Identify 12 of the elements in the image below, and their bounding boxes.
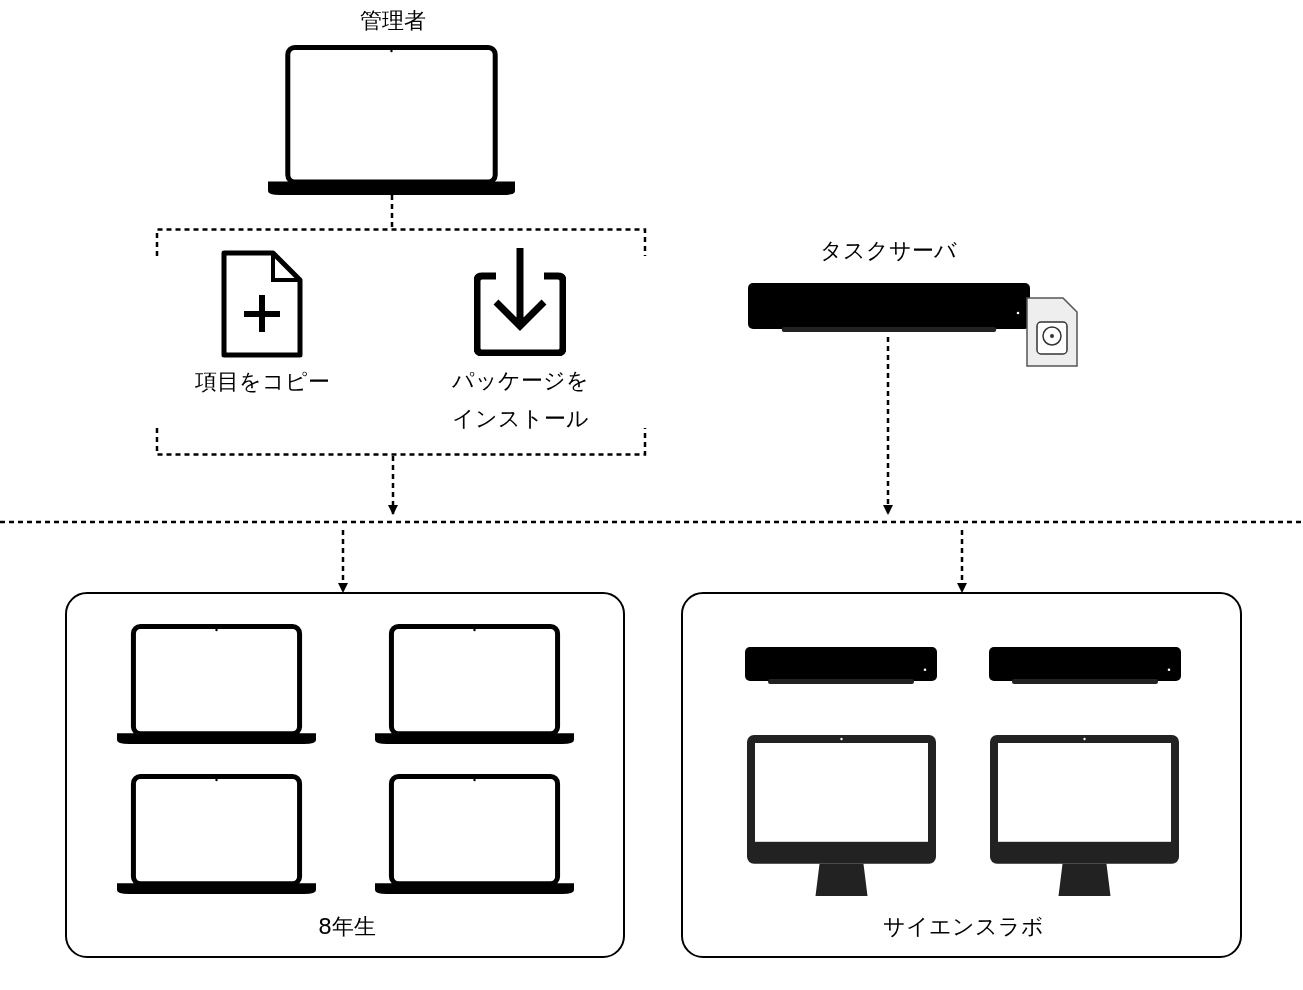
arrow <box>338 530 348 593</box>
node-label: サイエンスラボ <box>881 913 1045 941</box>
node-label: パッケージをインストール <box>450 367 590 433</box>
group-panel <box>65 592 625 958</box>
node-label: 項目をコピー <box>194 368 331 396</box>
arrow <box>957 530 967 593</box>
node-label: 8年生 <box>317 913 377 941</box>
group-panel <box>681 592 1242 958</box>
arrow <box>388 456 398 515</box>
node-label: タスクサーバ <box>818 237 958 265</box>
node-label: 管理者 <box>358 7 427 35</box>
arrow <box>883 337 893 515</box>
